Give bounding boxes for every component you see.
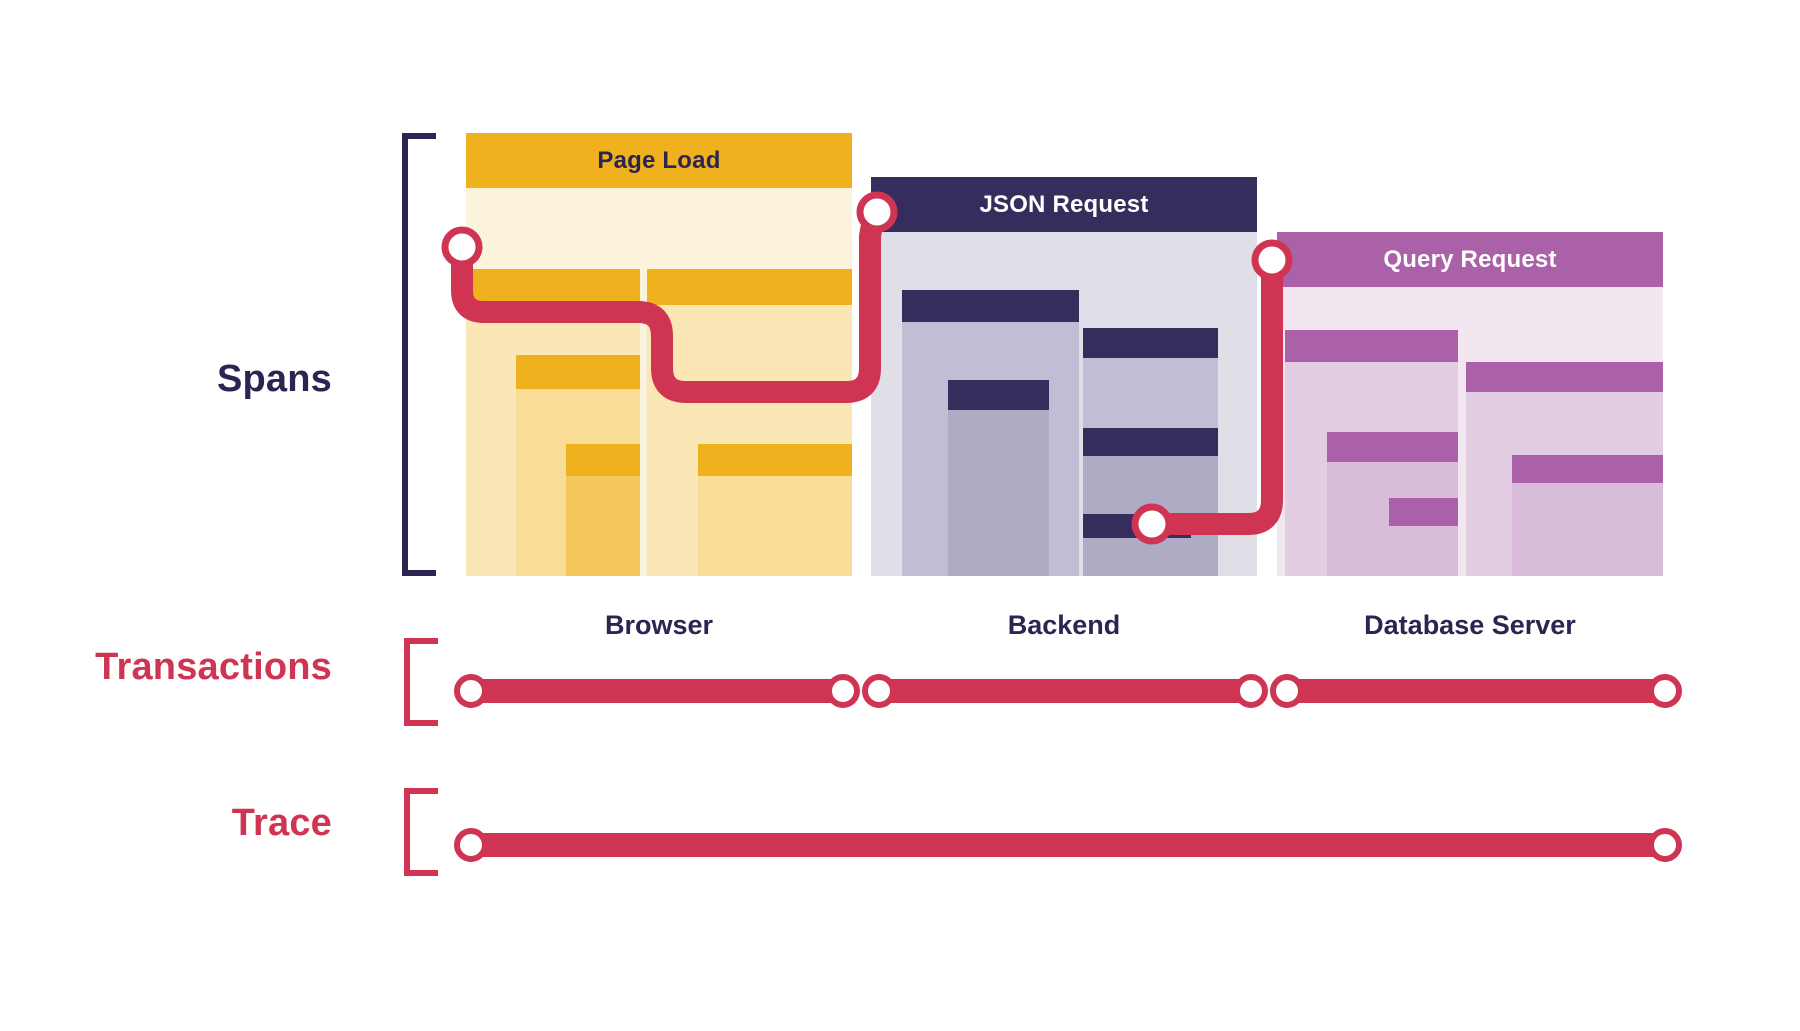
span-bar-cap bbox=[466, 269, 640, 306]
browser-span-area bbox=[466, 188, 852, 576]
service-column-browser[interactable]: Page Load bbox=[466, 133, 852, 576]
span-bar-cap bbox=[1388, 497, 1459, 526]
bracket-trace-top-arm bbox=[404, 788, 438, 794]
bracket-spans-top-arm bbox=[402, 133, 436, 139]
transaction-node-browser-end[interactable] bbox=[826, 674, 860, 708]
transaction-node-database-start[interactable] bbox=[1270, 674, 1304, 708]
transaction-title-page-load: Page Load bbox=[466, 133, 852, 188]
transaction-node-database-end[interactable] bbox=[1648, 674, 1682, 708]
column-caption-backend: Backend bbox=[1007, 610, 1121, 640]
span-bar-cap bbox=[647, 269, 852, 306]
bracket-spans-bottom-arm bbox=[402, 570, 436, 576]
span-bar-backend-1a[interactable] bbox=[948, 379, 1049, 576]
span-bar-cap bbox=[1466, 362, 1663, 393]
span-bar-body bbox=[948, 379, 1049, 576]
span-bar-cap bbox=[1512, 454, 1663, 483]
span-bar-browser-1b[interactable] bbox=[566, 444, 640, 576]
transaction-node-browser-start[interactable] bbox=[454, 674, 488, 708]
bracket-trace-bottom-arm bbox=[404, 870, 438, 876]
span-bar-cap bbox=[566, 444, 640, 477]
transaction-segment-database[interactable] bbox=[1280, 679, 1665, 703]
column-caption-database: Database Server bbox=[1364, 610, 1576, 640]
bracket-transactions-bottom-arm bbox=[404, 720, 438, 726]
bracket-spans bbox=[402, 133, 436, 576]
span-bar-cap bbox=[1284, 330, 1459, 363]
span-bar-browser-2a[interactable] bbox=[697, 444, 852, 576]
trace-node-start[interactable] bbox=[454, 828, 488, 862]
transaction-node-backend-start[interactable] bbox=[862, 674, 896, 708]
service-column-database[interactable]: Query Request bbox=[1277, 232, 1663, 576]
transaction-segment-browser[interactable] bbox=[466, 679, 843, 703]
span-bar-cap bbox=[1327, 431, 1459, 462]
transaction-node-backend-end[interactable] bbox=[1234, 674, 1268, 708]
trace-segment-full[interactable] bbox=[466, 833, 1656, 857]
transaction-title-json-request: JSON Request bbox=[871, 177, 1257, 232]
transaction-segment-backend[interactable] bbox=[873, 679, 1250, 703]
service-column-backend[interactable]: JSON Request bbox=[871, 177, 1257, 576]
database-span-area bbox=[1277, 287, 1663, 576]
bracket-spans-stem bbox=[402, 133, 408, 576]
span-bar-cap bbox=[1083, 514, 1192, 539]
span-bar-backend-2b[interactable] bbox=[1083, 514, 1192, 576]
span-bar-database-1b[interactable] bbox=[1388, 497, 1459, 576]
span-bar-cap bbox=[1083, 328, 1219, 359]
transaction-title-query-request: Query Request bbox=[1277, 232, 1663, 287]
span-bar-cap bbox=[516, 354, 640, 389]
bracket-transactions bbox=[404, 638, 438, 726]
span-bar-cap bbox=[948, 379, 1049, 410]
bracket-trace bbox=[404, 788, 438, 876]
row-label-trace: Trace bbox=[231, 802, 332, 844]
backend-span-area bbox=[871, 232, 1257, 576]
bracket-trace-stem bbox=[404, 788, 410, 876]
bracket-transactions-top-arm bbox=[404, 638, 438, 644]
bracket-transactions-stem bbox=[404, 638, 410, 726]
span-bar-cap bbox=[1083, 428, 1219, 457]
row-label-spans: Spans bbox=[216, 358, 332, 400]
span-bar-cap bbox=[697, 444, 852, 477]
span-bar-database-2a[interactable] bbox=[1512, 454, 1663, 576]
span-bar-cap bbox=[901, 290, 1080, 323]
column-caption-browser: Browser bbox=[604, 610, 714, 640]
row-label-transactions: Transactions bbox=[95, 646, 332, 688]
trace-node-end[interactable] bbox=[1648, 828, 1682, 862]
